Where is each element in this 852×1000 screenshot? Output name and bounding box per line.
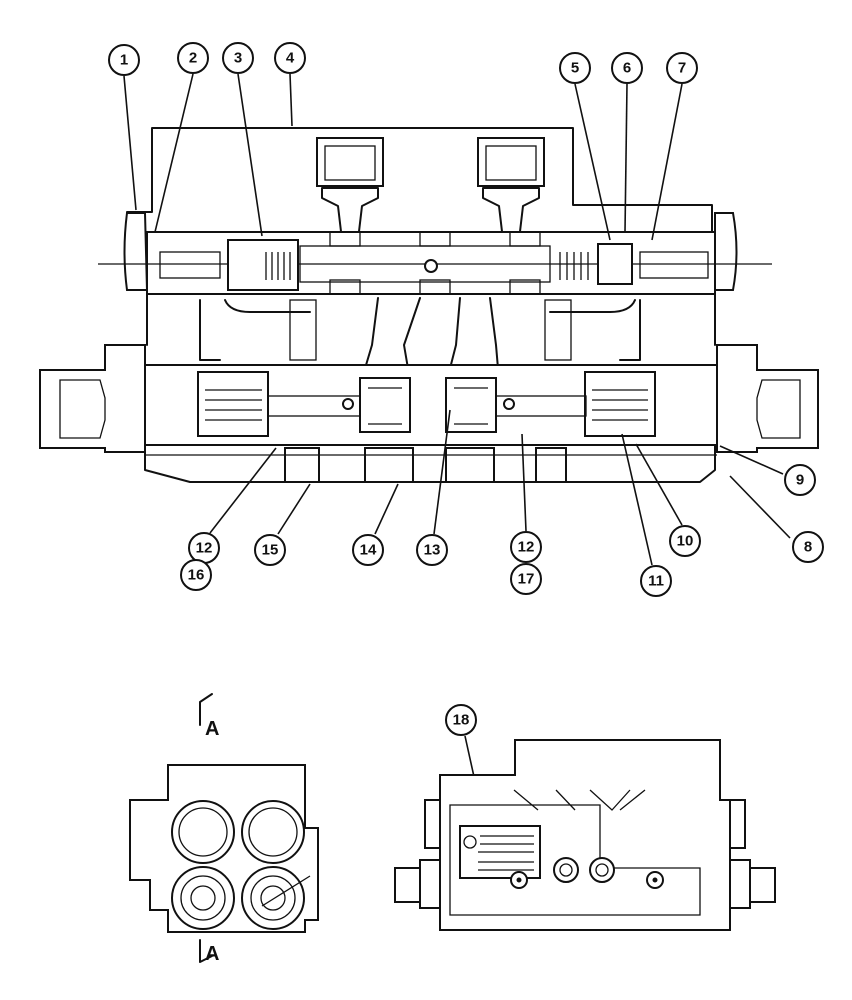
callout-6: 6: [611, 52, 643, 233]
side-plug-1: [510, 871, 528, 889]
callout-2-label: 2: [189, 50, 197, 67]
lower-spool: [144, 364, 718, 446]
section-mark-bottom: A: [205, 943, 219, 965]
callout-10: 10: [635, 443, 701, 557]
callout-13: 13: [416, 409, 451, 566]
callouts: 1 2 3 4 5 6 7: [108, 42, 824, 823]
callout-3-label: 3: [234, 50, 242, 67]
upper-port-right: [477, 137, 545, 241]
callout-8: 8: [729, 475, 824, 563]
side-view: [394, 739, 776, 931]
end-view: A A: [129, 693, 319, 965]
callout-1-label: 1: [120, 52, 128, 69]
callout-16: 16: [180, 559, 212, 591]
side-plug-3: [589, 857, 615, 883]
callout-17: 17: [510, 563, 542, 595]
callout-15-label: 15: [262, 542, 279, 559]
upper-spool: [98, 231, 772, 295]
callout-14-label: 14: [360, 542, 377, 559]
section-mark-top: A: [205, 718, 219, 740]
upper-port-left: [316, 137, 384, 241]
callout-10-label: 10: [677, 533, 694, 550]
lower-ports: [284, 447, 567, 483]
side-plug-4: [646, 871, 664, 889]
callout-16-label: 16: [188, 567, 205, 584]
left-fitting: [39, 344, 146, 453]
callout-17-label: 17: [518, 571, 535, 588]
nameplate: [459, 825, 541, 879]
callout-5: 5: [559, 52, 611, 241]
callout-14: 14: [352, 483, 399, 566]
side-plug-2: [553, 857, 579, 883]
callout-6-label: 6: [623, 60, 631, 77]
callout-7-label: 7: [678, 60, 686, 77]
callout-12-right: 12: [510, 433, 542, 563]
callout-18-label: 18: [453, 712, 470, 729]
callout-15: 15: [254, 483, 311, 566]
callout-12-right-label: 12: [518, 539, 535, 556]
callout-2: 2: [154, 42, 209, 233]
valve-cross-section: [39, 127, 819, 483]
end-view-port-bottom-left: [171, 866, 235, 930]
callout-3: 3: [222, 42, 263, 237]
callout-9: 9: [719, 445, 816, 496]
right-fitting: [716, 344, 819, 453]
callout-1: 1: [108, 44, 140, 211]
callout-11-label: 11: [648, 573, 664, 590]
callout-13-label: 13: [424, 542, 441, 559]
callout-4-label: 4: [286, 50, 295, 67]
callout-8-label: 8: [804, 539, 812, 556]
end-view-port-top-right: [241, 800, 305, 864]
callout-7: 7: [651, 52, 698, 241]
end-view-port-top-left: [171, 800, 235, 864]
callout-12-left-label: 12: [196, 540, 213, 557]
callout-4: 4: [274, 42, 306, 127]
callout-5-label: 5: [571, 60, 579, 77]
callout-11: 11: [621, 433, 672, 597]
callout-9-label: 9: [796, 472, 804, 489]
end-view-port-bottom-right: [241, 866, 311, 930]
